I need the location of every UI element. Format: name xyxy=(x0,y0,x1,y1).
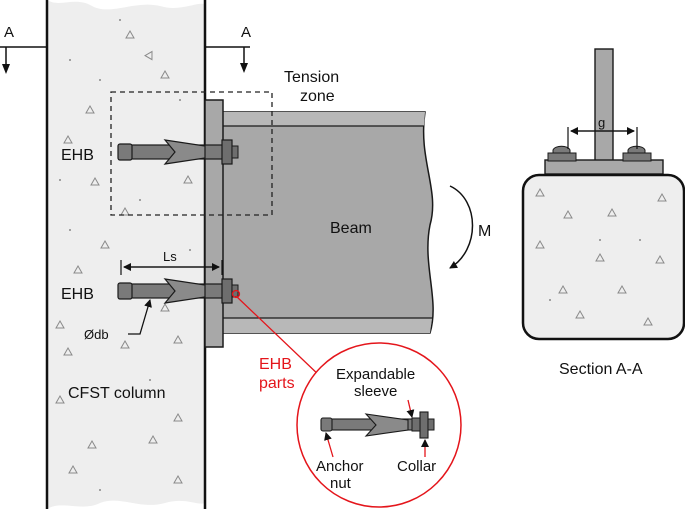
ehb-parts-label-2: parts xyxy=(259,375,295,392)
anchor-label-1: Anchor xyxy=(316,458,364,475)
odb-label: Ødb xyxy=(84,327,109,342)
beam xyxy=(221,111,434,334)
section-label-right: A xyxy=(241,24,251,41)
ehb-parts-callout: EHB parts Expandable sleeve Anchor nut C… xyxy=(231,289,462,508)
tension-zone-label-1: Tension xyxy=(284,69,339,86)
gauge-label: g xyxy=(598,115,605,130)
moment-arrow: M xyxy=(449,185,491,269)
ehb-label-bottom: EHB xyxy=(61,286,94,303)
ehb-bolt-top xyxy=(117,139,239,165)
tension-zone-box xyxy=(110,91,273,216)
ehb-label-top: EHB xyxy=(61,147,94,164)
collar-label: Collar xyxy=(397,458,436,475)
expandable-label-1: Expandable xyxy=(336,366,415,383)
section-a-a: g Section A-A xyxy=(521,48,685,378)
section-label-left: A xyxy=(4,24,14,41)
ls-dimension: Ls xyxy=(120,249,223,275)
section-mark-left: A xyxy=(0,24,47,74)
cfst-label: CFST column xyxy=(68,385,166,402)
expandable-label-2: sleeve xyxy=(354,383,397,400)
ls-label: Ls xyxy=(163,249,177,264)
end-plate xyxy=(204,99,224,348)
section-mark-right: A xyxy=(205,24,251,73)
odb-leader: Ødb xyxy=(84,299,152,342)
anchor-label-2: nut xyxy=(330,475,352,492)
ehb-parts-label-1: EHB xyxy=(259,356,292,373)
ehb-detail-bolt xyxy=(320,411,435,439)
ehb-bolt-bottom xyxy=(117,278,239,304)
cfst-column xyxy=(45,0,207,509)
tension-zone-label-2: zone xyxy=(300,88,335,105)
moment-label: M xyxy=(478,223,491,240)
beam-label: Beam xyxy=(330,220,372,237)
section-title: Section A-A xyxy=(559,361,643,378)
concrete-aggregate xyxy=(55,19,193,491)
